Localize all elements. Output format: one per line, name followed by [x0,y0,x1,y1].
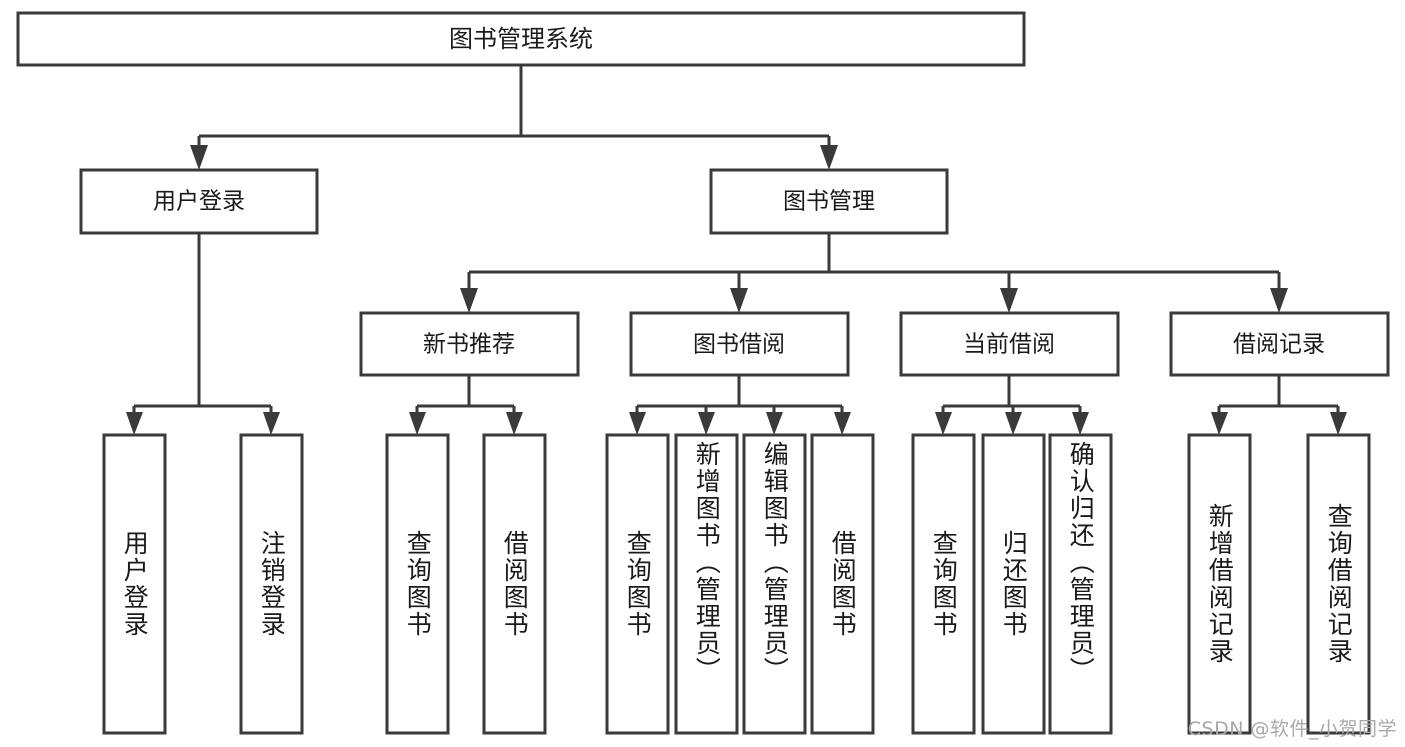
node-user-login-label: 用户登录 [153,189,245,215]
node-borrow-record[interactable]: 借阅记录 [1169,311,1390,377]
arrow-head-icon [506,412,523,435]
connector-bookborrow-to-leaves [629,375,851,435]
connector-userlogin-to-leaves [126,233,280,435]
arrow-head-icon [1211,412,1228,435]
arrow-head-icon [730,288,748,313]
arrow-head-icon [409,412,426,435]
node-book-manage[interactable]: 图书管理 [709,168,949,235]
node-root[interactable]: 图书管理系统 [16,11,1026,67]
arrow-head-icon [766,412,783,435]
arrow-head-icon [834,412,851,435]
node-root-label: 图书管理系统 [449,25,593,53]
arrow-head-icon [126,412,143,435]
arrow-head-icon [1072,412,1089,435]
connector-newbookrec-to-leaves [409,375,523,435]
leaf-box-add-book[interactable] [674,433,739,735]
node-current-borrow-label: 当前借阅 [963,332,1055,358]
node-current-borrow-box[interactable] [899,311,1120,377]
leaf-box-user-logout[interactable] [239,433,304,735]
arrow-head-icon [698,412,715,435]
leaf-box-return-book[interactable] [981,433,1046,735]
node-new-book-rec[interactable]: 新书推荐 [359,311,580,377]
node-user-login-box[interactable] [79,168,319,235]
leaf-box-user-login[interactable] [102,433,167,735]
node-book-manage-box[interactable] [709,168,949,235]
node-user-login[interactable]: 用户登录 [79,168,319,235]
leaf-box-add-record[interactable] [1187,433,1252,735]
leaf-box-borrow-book-2[interactable] [810,433,875,735]
node-book-borrow-label: 图书借阅 [693,332,785,358]
node-current-borrow[interactable]: 当前借阅 [899,311,1120,377]
node-root-box[interactable] [16,11,1026,67]
node-new-book-rec-label: 新书推荐 [423,332,515,358]
arrow-head-icon [820,145,838,170]
arrow-head-icon [629,412,646,435]
node-book-borrow[interactable]: 图书借阅 [629,311,850,377]
arrow-head-icon [1005,412,1022,435]
node-book-manage-label: 图书管理 [783,189,875,215]
node-borrow-record-box[interactable] [1169,311,1390,377]
arrow-head-icon [1330,412,1347,435]
leaf-box-query-record[interactable] [1306,433,1371,735]
arrow-head-icon [1270,288,1288,313]
leaf-box-query-book-1[interactable] [385,433,450,735]
arrow-head-icon [190,145,208,170]
leaf-box-borrow-book-1[interactable] [482,433,547,735]
connector-bookmanage-to-level3 [460,233,1288,313]
arrow-head-icon [263,412,280,435]
connector-currentborrow-to-leaves [935,375,1089,435]
leaf-box-query-book-3[interactable] [911,433,976,735]
watermark-text: CSDN @软件_小贺同学 [1187,718,1397,740]
leaf-box-confirm-return[interactable] [1048,433,1113,735]
node-book-borrow-box[interactable] [629,311,850,377]
leaf-box-edit-book[interactable] [742,433,807,735]
arrow-head-icon [460,288,478,313]
node-new-book-rec-box[interactable] [359,311,580,377]
leaf-box-query-book-2[interactable] [605,433,670,735]
connector-borrowrecord-to-leaves [1211,375,1347,435]
arrow-head-icon [1000,288,1018,313]
arrow-head-icon [935,412,952,435]
node-borrow-record-label: 借阅记录 [1233,332,1325,358]
connector-root-to-level2 [190,65,838,170]
